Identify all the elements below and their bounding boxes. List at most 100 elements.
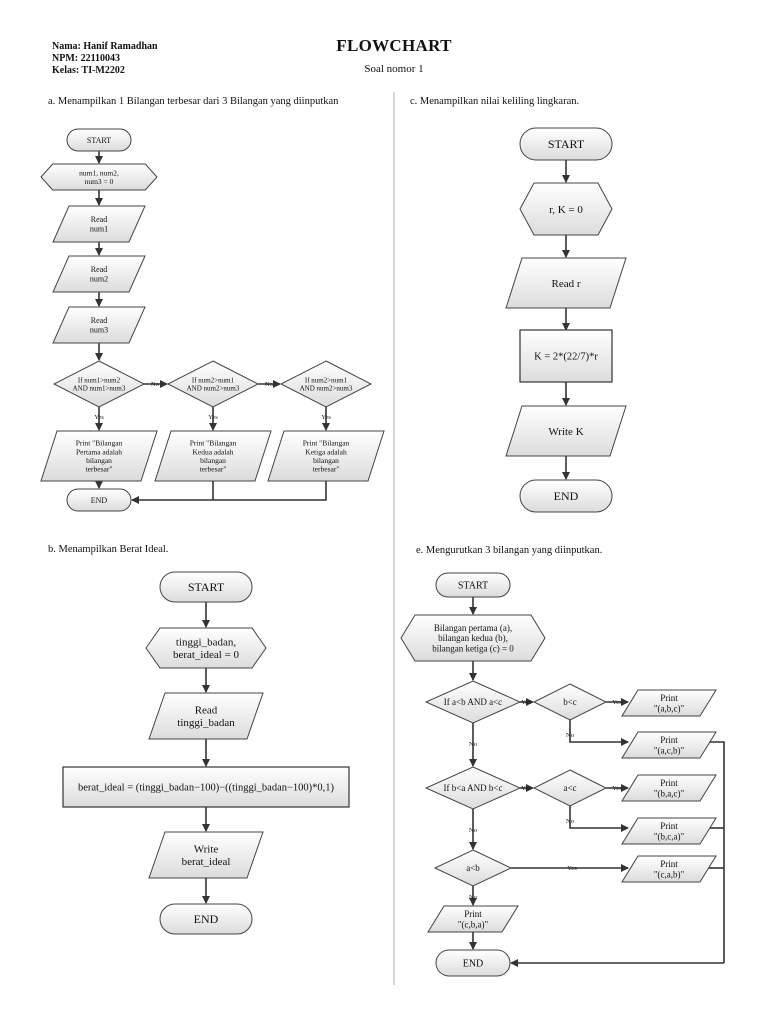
e-print-bca [621,817,717,845]
e-end [435,949,511,977]
e-print-bac-line: "(b,a,c)" [654,788,685,798]
c-start [519,127,613,161]
e-start [435,572,511,598]
e-decision-1-line: If a<b AND a<c [444,697,502,707]
e-decision-1-text: If a<b AND a<c [444,697,502,707]
e-print-cba-line: Print [464,909,482,919]
e-decision-2-text: If b<a AND b<c [444,783,503,793]
e-start-line: START [458,581,488,592]
c-start-text: START [548,137,585,151]
a-print-2-line: Print "Bilangan [190,439,237,448]
e-no-label-2: No [469,827,477,834]
b-read-line: tinggi_badan [177,717,235,729]
a-read-num3-line: Read [91,316,107,325]
e-end-text: END [463,959,484,970]
e-print-bac-line: Print [660,778,678,788]
b-end-line: END [194,912,219,926]
e-decision-1b-text: b<c [563,697,577,707]
a-read-num1-line: num1 [90,224,108,233]
a-end-line: END [91,496,108,505]
e-print-acb [621,731,717,759]
a-init [40,163,158,191]
e-print-cab [621,855,717,883]
b-init [145,627,267,669]
b-read-line: Read [195,705,218,717]
e-decision-2b-text: a<c [563,783,576,793]
a-print-2-line: Kedua adalah [192,447,233,456]
e-decision-1 [424,680,522,724]
b-end-text: END [194,912,219,926]
a-decision-2 [166,360,260,408]
e-start-text: START [458,581,488,592]
e-print-abc [621,689,717,717]
e-decision-1b [532,683,608,721]
a-start [66,128,132,152]
e-decision-2b [532,769,608,807]
b-write-line: berat_ideal [182,856,231,868]
e-decision-3-line: a<b [466,863,480,873]
a-no-label-1: No [151,381,159,388]
e-print-acb-line: Print [660,735,678,745]
b-process [62,766,350,808]
e-print-bac [621,774,717,802]
e-decision-2b-line: a<c [563,783,576,793]
e-print-cab-line: "(c,a,b)" [654,869,685,879]
b-read [148,692,264,740]
c-write-text: Write K [548,426,583,438]
a-end-text: END [91,496,108,505]
connector-arrow [131,481,327,504]
b-start-line: START [188,580,225,594]
e-init-text: Bilangan pertama (a),bilangan kedua (b),… [432,623,514,654]
e-decision-3 [433,849,513,887]
a-print-3 [267,430,385,482]
e-print-bac-text: Print"(b,a,c)" [654,778,685,798]
a-print-2-line: bilangan [200,456,226,465]
e-yes-label-2b: Yes [612,785,622,792]
section-c-title: c. Menampilkan nilai keliling lingkaran. [410,96,580,107]
b-start [159,571,253,603]
e-no-label-1: No [469,741,477,748]
c-process-text: K = 2*(22/7)*r [534,352,598,363]
e-print-abc-text: Print"(a,b,c)" [654,693,685,713]
c-init-text: r, K = 0 [549,204,583,216]
e-print-cba-text: Print"(c,b,a)" [458,909,489,929]
a-end [66,488,132,512]
a-start-line: START [87,136,111,145]
a-no-label-2: No [265,381,273,388]
e-print-cab-text: Print"(c,a,b)" [654,859,685,879]
student-name: Nama: Hanif Ramadhan [52,41,158,52]
c-write-line: Write K [548,426,583,438]
a-print-2-line: terbesar" [200,465,227,474]
c-read-text: Read r [551,278,580,290]
section-a-title: a. Menampilkan 1 Bilangan terbesar dari … [48,96,339,107]
c-init [519,182,613,236]
c-init-line: r, K = 0 [549,204,583,216]
b-write-line: Write [194,844,219,856]
a-init-text: num1, num2,num3 = 0 [79,168,119,186]
e-print-bca-line: "(b,c,a)" [654,831,685,841]
e-yes-label-3: Yes [567,865,577,872]
c-write [505,405,627,457]
a-decision-1-line: AND num1>num3 [73,384,126,392]
a-print-3-line: Print "Bilangan [303,439,350,448]
student-npm: NPM: 22110043 [52,53,121,64]
e-init-line: bilangan ketiga (c) = 0 [432,644,514,654]
b-init-line: tinggi_badan, [176,637,236,649]
connector-line [708,741,725,963]
a-print-1-line: bilangan [86,456,112,465]
b-start-text: START [188,580,225,594]
section-e-title: e. Mengurutkan 3 bilangan yang diinputka… [416,545,603,556]
e-yes-label-1: Yes [521,699,531,706]
a-read-num3-line: num3 [90,325,108,334]
b-write [148,831,264,879]
a-read-num3 [52,306,146,344]
